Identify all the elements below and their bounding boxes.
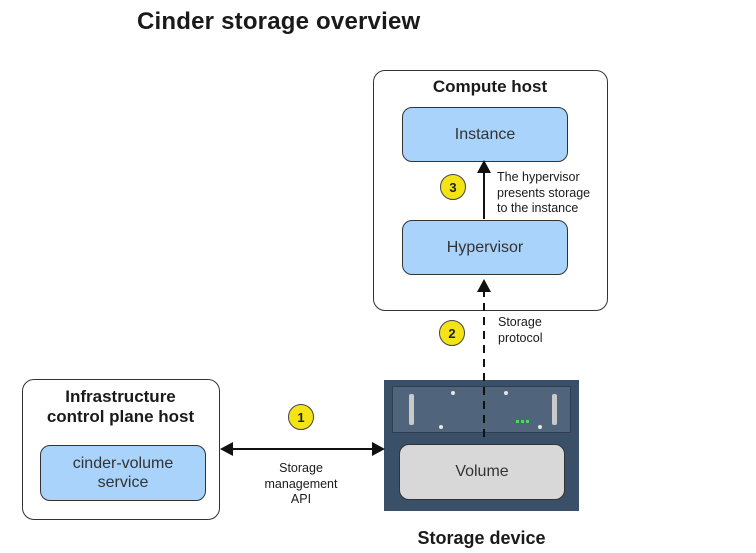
cinder-volume-service-box: cinder-volume service bbox=[40, 445, 206, 501]
step-2-label-line: protocol bbox=[498, 330, 543, 345]
infrastructure-host-title-line2: control plane host bbox=[46, 407, 195, 427]
step-1-label-line: management bbox=[264, 476, 338, 491]
storage-device-panel bbox=[392, 386, 571, 433]
infrastructure-host-title: Infrastructure control plane host bbox=[23, 387, 218, 428]
device-handle-right bbox=[552, 394, 557, 425]
step-3-label-line: presents storage bbox=[497, 185, 591, 200]
compute-host-title: Compute host bbox=[432, 77, 548, 96]
step-2-label-line: Storage bbox=[498, 315, 542, 329]
infrastructure-host-box: Infrastructure control plane host cinder… bbox=[22, 379, 220, 520]
device-status-led-icon bbox=[516, 420, 519, 423]
storage-device-caption: Storage device bbox=[417, 528, 546, 548]
step-1-label: Storage management API bbox=[251, 461, 351, 508]
cinder-volume-service-line2: service bbox=[97, 474, 149, 491]
cinder-volume-service-line1: cinder-volume bbox=[72, 454, 174, 472]
device-status-led-icon bbox=[526, 420, 529, 423]
compute-host-box: Compute host Instance Hypervisor bbox=[373, 70, 608, 311]
arrowhead-left-icon bbox=[220, 442, 233, 456]
device-screw-icon bbox=[504, 391, 508, 395]
step-1-label-line: Storage bbox=[279, 461, 323, 475]
step-1-badge: 1 bbox=[288, 404, 314, 430]
hypervisor-box: Hypervisor bbox=[402, 220, 568, 275]
step-3-label-line: The hypervisor bbox=[497, 170, 580, 184]
step-1-label-line: API bbox=[290, 492, 312, 507]
instance-box: Instance bbox=[402, 107, 568, 162]
device-screw-icon bbox=[538, 425, 542, 429]
step-2-badge: 2 bbox=[439, 320, 465, 346]
device-handle-left bbox=[409, 394, 414, 425]
infrastructure-host-title-line1: Infrastructure bbox=[65, 387, 176, 406]
device-status-led-icon bbox=[521, 420, 524, 423]
volume-box: Volume bbox=[399, 444, 565, 500]
page-title: Cinder storage overview bbox=[137, 8, 421, 35]
step-3-label: The hypervisor presents storage to the i… bbox=[497, 170, 590, 217]
step-3-badge: 3 bbox=[440, 174, 466, 200]
device-screw-icon bbox=[439, 425, 443, 429]
storage-device: Volume bbox=[384, 380, 579, 511]
step-2-label: Storage protocol bbox=[498, 315, 542, 346]
device-screw-icon bbox=[451, 391, 455, 395]
step-3-label-line: to the instance bbox=[497, 201, 579, 216]
